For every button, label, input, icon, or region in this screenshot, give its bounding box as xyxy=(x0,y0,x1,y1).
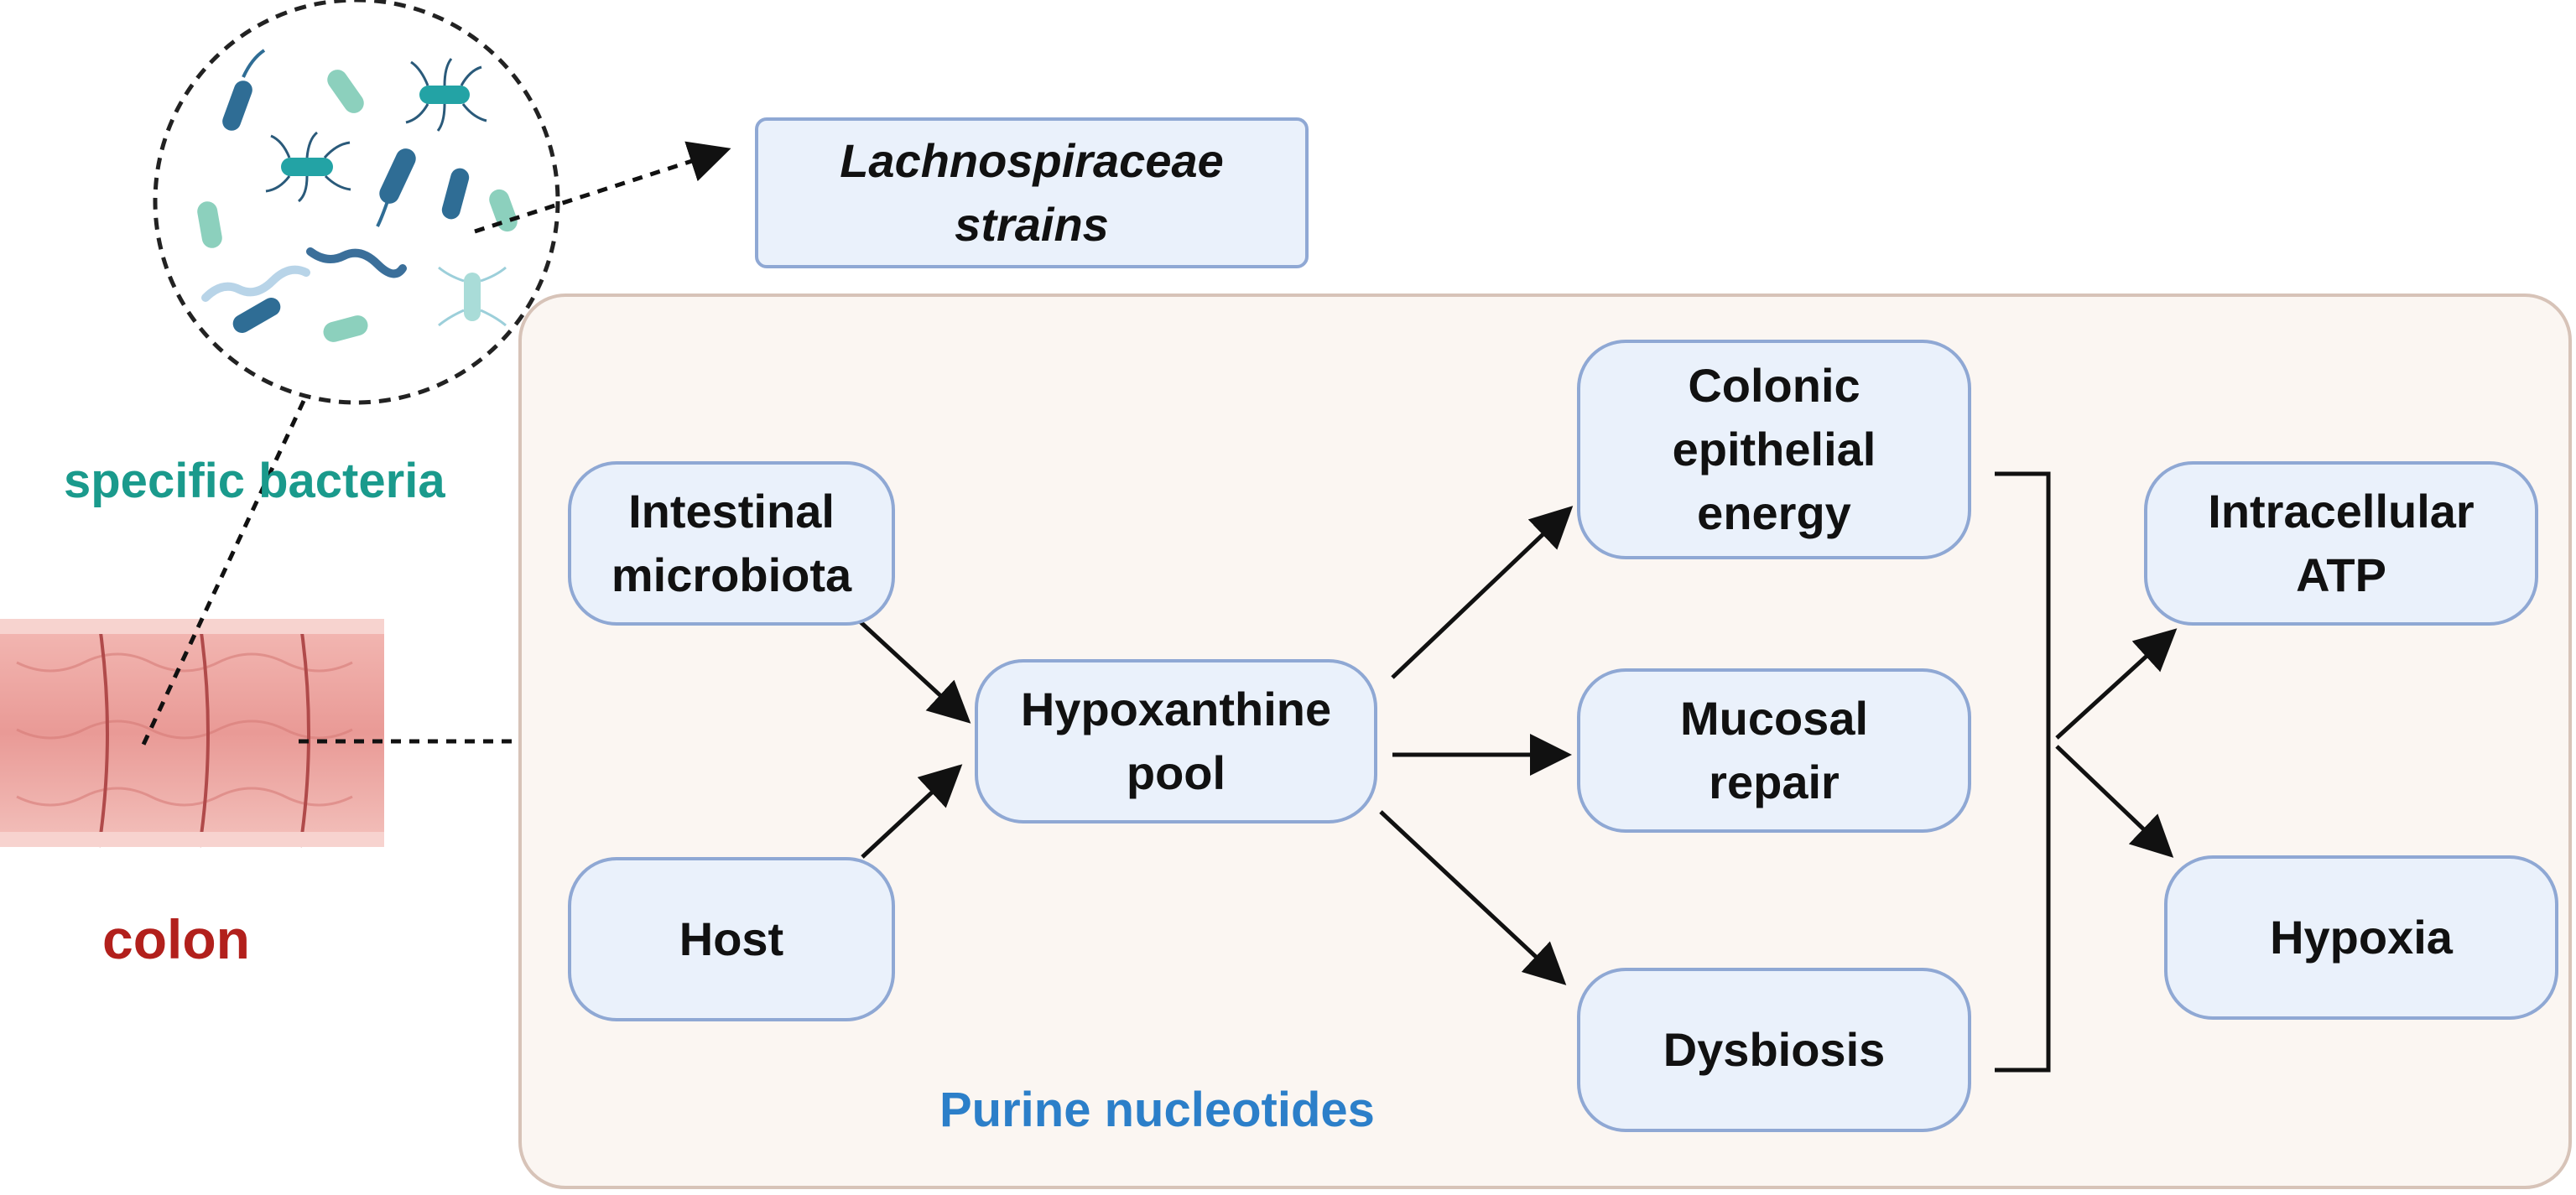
colon-icon xyxy=(0,619,384,848)
lachnospiraceae-box: Lachnospiraceae strains xyxy=(755,117,1309,268)
hypoxanthine-pool-box: Hypoxanthine pool xyxy=(975,659,1377,824)
intracellular-atp-box: Intracellular ATP xyxy=(2144,461,2538,626)
intestinal-microbiota-box: Intestinal microbiota xyxy=(568,461,895,626)
mucosal-repair-box: Mucosal repair xyxy=(1577,668,1971,833)
colonic-epithelial-energy-box: Colonic epithelial energy xyxy=(1577,340,1971,559)
purine-nucleotides-label: Purine nucleotides xyxy=(939,1083,1375,1137)
host-box: Host xyxy=(568,857,895,1021)
dysbiosis-box: Dysbiosis xyxy=(1577,968,1971,1132)
colon-label: colon xyxy=(102,908,250,970)
hypoxia-box: Hypoxia xyxy=(2164,855,2558,1020)
specific-bacteria-label: specific bacteria xyxy=(64,454,445,508)
bacteria-icon xyxy=(153,0,560,405)
